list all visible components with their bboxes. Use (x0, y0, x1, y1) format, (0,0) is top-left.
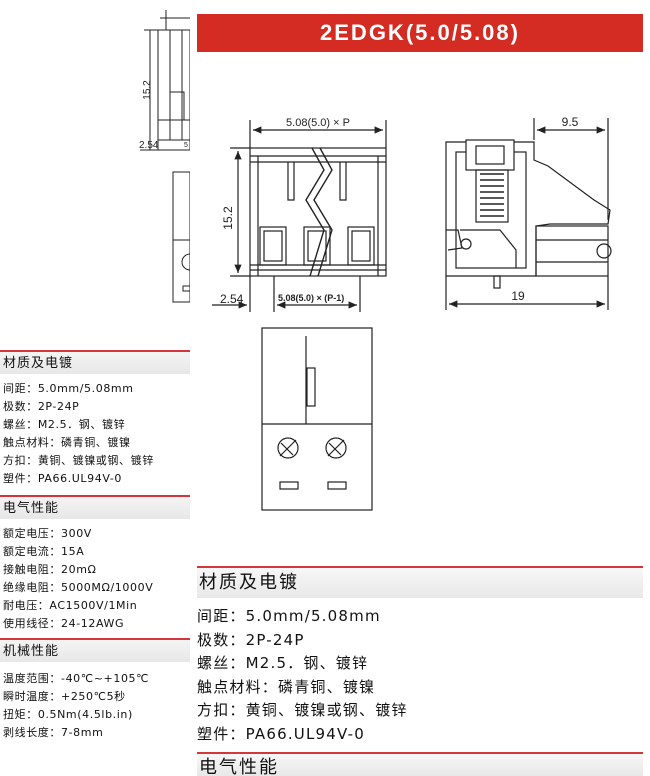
left-technical-drawing: 15.2 2.54 5 (139, 10, 190, 303)
spec-row: 方扣：黄铜、镀镍或钢、镀锌 (3, 454, 154, 467)
spec-row: 额定电压：300V (3, 527, 92, 540)
left-electrical-list: 额定电压：300V 额定电流：15A 接触电阻：20mΩ 绝缘电阻：5000MΩ… (3, 525, 153, 633)
side-view (445, 118, 612, 310)
dim-pitch: 5.08(5.0) × P (286, 117, 350, 129)
left-mechanical-list: 温度范围：-40℃~+105℃ 瞬时温度：+250℃5秒 扭矩：0.5Nm(4.… (3, 670, 149, 742)
spec-row: 触点材料：磷青铜、镀镍 (3, 436, 131, 449)
dim-edge: 2.54 (220, 292, 244, 306)
spec-row: 额定电流：15A (3, 545, 85, 558)
spec-row: 绝缘电阻：5000MΩ/1000V (3, 581, 154, 594)
dim-height: 15.2 (221, 206, 235, 230)
left-materials-list: 间距：5.0mm/5.08mm 极数：2P-24P 螺丝：M2.5．钢、镀锌 触… (3, 380, 154, 488)
spec-row: 极数：2P-24P (3, 400, 80, 413)
spec-row: 间距：5.0mm/5.08mm (197, 607, 381, 625)
product-title: 2EDGK(5.0/5.08) (197, 14, 643, 52)
spec-row: 塑件：PA66.UL94V-0 (197, 724, 365, 743)
top-view (261, 327, 373, 511)
spec-row: 极数：2P-24P (197, 630, 305, 649)
spec-row: 接触电阻：20mΩ (3, 563, 97, 576)
spec-row: 温度范围：-40℃~+105℃ (3, 672, 150, 685)
spec-row: 间距：5.0mm/5.08mm (3, 382, 134, 395)
dim-depth-top: 9.5 (562, 115, 579, 129)
spec-row: 使用线径：24-12AWG (3, 617, 125, 630)
spec-row: 耐电压：AC1500V/1Min (3, 599, 138, 612)
dim-pitch-minus: 5.08(5.0) × (P-1) (278, 293, 344, 303)
dim-depth: 19 (511, 289, 525, 303)
spec-row: 螺丝：M2.5．钢、镀锌 (197, 654, 369, 672)
technical-drawing: 5.08(5.0) × P 15.2 2.54 5.08(5.0) × (P-1… (212, 115, 612, 511)
spec-row: 方扣：黄铜、镀镍或钢、镀锌 (197, 701, 408, 719)
left-dim-tick: 5 (184, 142, 188, 149)
materials-heading: 材质及电镀 (197, 566, 643, 598)
left-panel: 15.2 2.54 5 材质及电镀 间距：5.0mm/5.08mm 极数：2P-… (0, 0, 190, 771)
electrical-heading: 电气性能 (197, 752, 643, 776)
left-mechanical-heading: 机械性能 (0, 638, 190, 662)
spec-row: 瞬时温度：+250℃5秒 (3, 690, 126, 703)
spec-row: 剥线长度：7-8mm (3, 726, 104, 739)
spec-row: 螺丝：M2.5．钢、镀锌 (3, 418, 126, 431)
spec-row: 扭矩：0.5Nm(4.5lb.in) (3, 708, 133, 721)
materials-list: 间距：5.0mm/5.08mm 极数：2P-24P 螺丝：M2.5．钢、镀锌 触… (197, 605, 408, 746)
spec-row: 塑件：PA66.UL94V-0 (3, 472, 122, 485)
left-dim-edge: 2.54 (139, 140, 159, 151)
left-materials-heading: 材质及电镀 (0, 350, 190, 374)
spec-row: 触点材料：磷青铜、镀镍 (197, 677, 376, 696)
left-electrical-heading: 电气性能 (0, 495, 190, 519)
front-view (212, 120, 387, 312)
left-dim-height: 15.2 (142, 80, 153, 100)
